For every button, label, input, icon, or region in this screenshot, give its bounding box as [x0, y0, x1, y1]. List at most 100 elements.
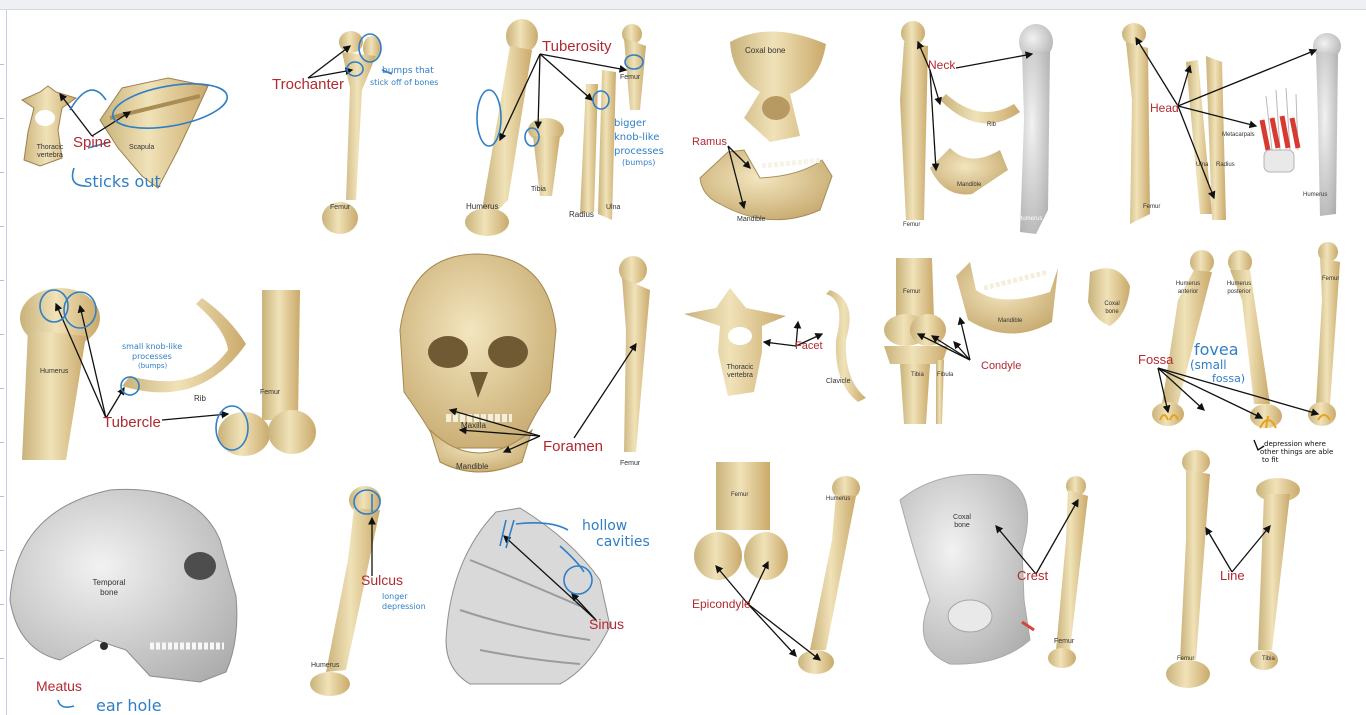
term-sinus: Sinus — [589, 616, 624, 632]
note-other-things: other things are able — [1260, 448, 1333, 456]
bone-label-metacarpals: Metacarpals — [1222, 132, 1255, 138]
bone-label-temporal-bone: Temporal bone — [86, 578, 132, 598]
bone-label-radius: Radius — [1216, 162, 1235, 168]
bone-label-femur: Femur — [1177, 656, 1194, 662]
leader-lines — [56, 38, 1318, 660]
tibia-line-figure — [1250, 478, 1300, 670]
mandible-ramus-figure — [700, 150, 832, 220]
note-sticks-out: sticks out — [84, 172, 161, 191]
bone-label-femur: Femur — [1054, 638, 1074, 645]
orange-annotation-marks — [1160, 415, 1330, 428]
term-condyle: Condyle — [981, 360, 1021, 372]
note-fossa: fossa) — [1212, 372, 1245, 385]
note-longer: longer — [382, 592, 407, 601]
note-ear-hole: ear hole — [96, 696, 162, 715]
bone-label-humerus: Humerus — [1303, 192, 1327, 198]
bone-label-ulna: Ulna — [1196, 162, 1208, 168]
ulna-radius-head-figure — [1186, 56, 1226, 220]
term-neck: Neck — [928, 58, 955, 72]
bone-label-femur: Femur — [330, 204, 350, 211]
bone-label-thoracic-vertebra: Thoracic vertebra — [32, 144, 68, 160]
bone-label-humerus-anterior: Humerus anterior — [1172, 280, 1204, 296]
bone-label-femur: Femur — [731, 492, 748, 498]
bone-label-humerus: Humerus — [311, 662, 339, 669]
note-depression-where: depression where — [1264, 440, 1326, 448]
bone-label-tibia: Tibia — [531, 186, 546, 193]
term-fossa: Fossa — [1138, 352, 1173, 367]
note-small: (small — [1190, 358, 1227, 372]
bone-label-coxal-bone: Coxal bone — [1102, 300, 1122, 316]
note-stick-off-of-bones: stick off of bones — [370, 78, 438, 87]
tibia-tuberosity-figure — [528, 118, 564, 196]
humerus-anterior-figure — [1152, 250, 1214, 426]
femur-small-figure — [622, 24, 646, 110]
bone-label-femur: Femur — [903, 222, 920, 228]
bone-label-maxilla: Maxilla — [461, 421, 486, 430]
bone-label-scapula: Scapula — [129, 144, 154, 151]
note-processes: processes — [132, 352, 172, 361]
nasal-sinus-figure — [446, 508, 610, 684]
knee-condyle-figure — [884, 258, 948, 424]
bone-label-humerus: Humerus — [826, 496, 850, 502]
term-tubercle: Tubercle — [103, 414, 161, 431]
bone-label-ulna: Ulna — [606, 204, 620, 211]
bone-label-femur: Femur — [1143, 204, 1160, 210]
femur-neck-figure — [900, 21, 928, 220]
note-fovea: fovea — [1194, 340, 1239, 359]
bone-label-mandible: Mandible — [998, 318, 1022, 324]
femur-foramen-figure — [619, 256, 650, 452]
term-facet: Facet — [795, 340, 823, 352]
term-spine: Spine — [73, 134, 111, 151]
bone-label-mandible: Mandible — [456, 462, 488, 471]
bone-label-coxal-bone: Coxal bone — [745, 46, 785, 55]
bone-label-rib: Rib — [987, 122, 996, 128]
femur-fossa-figure — [1308, 242, 1340, 426]
bone-label-coxal-bone: Coxal bone — [948, 514, 976, 530]
bone-label-humerus: Humerus — [40, 368, 68, 375]
note-to-fit: to fit — [1262, 456, 1278, 464]
bone-label-radius: Radius — [569, 210, 594, 219]
term-meatus: Meatus — [36, 678, 82, 694]
bone-label-femur: Femur — [260, 389, 280, 396]
hand-metacarpals-figure — [1262, 88, 1298, 172]
bone-label-femur: Femur — [903, 289, 920, 295]
term-crest: Crest — [1017, 568, 1048, 583]
bone-label-clavicle: Clavicle — [826, 378, 851, 385]
femur-tubercle-figure — [218, 290, 316, 456]
clavicle-facet-figure — [826, 290, 866, 402]
bone-label-fibula: Fibula — [937, 372, 953, 378]
note-knob-like: knob-like — [614, 132, 659, 143]
term-head: Head — [1150, 101, 1179, 115]
bone-label-thoracic-vertebra: Thoracic vertebra — [722, 364, 758, 380]
femur-epicondyle-figure — [694, 462, 788, 580]
note-processes: processes — [614, 146, 664, 157]
note-hollow: hollow — [582, 518, 627, 534]
bone-label-femur: Femur — [620, 74, 640, 81]
term-trochanter: Trochanter — [272, 76, 344, 93]
bone-label-humerus: Humerus — [1018, 216, 1042, 222]
bone-label-tibia: Tibia — [1262, 656, 1275, 662]
term-tuberosity: Tuberosity — [542, 38, 611, 55]
humerus-head-figure — [1313, 33, 1341, 216]
rib-neck-figure — [940, 94, 1020, 124]
term-ramus: Ramus — [692, 136, 727, 148]
note-depression: depression — [382, 602, 426, 611]
note-bigger: bigger — [614, 118, 646, 129]
note-small-knob-like: small knob-like — [122, 342, 182, 351]
bone-label-femur: Femur — [620, 460, 640, 467]
term-line: Line — [1220, 568, 1245, 583]
note-bumps: (bumps) — [138, 362, 167, 370]
note-bumps-that: bumps that — [382, 66, 434, 76]
note-bumps: (bumps) — [622, 158, 655, 167]
bone-label-femur: Femur — [1322, 276, 1339, 282]
bone-label-mandible: Mandible — [737, 216, 765, 223]
term-foramen: Foramen — [543, 438, 603, 455]
note-cavities: cavities — [596, 534, 650, 550]
bone-label-rib: Rib — [194, 394, 206, 403]
term-sulcus: Sulcus — [361, 572, 403, 588]
bone-label-mandible: Mandible — [957, 182, 981, 188]
coxal-fossa-figure — [1088, 268, 1130, 326]
bone-label-tibia: Tibia — [911, 372, 924, 378]
bone-label-humerus: Humerus — [466, 202, 498, 211]
femur-line-figure — [1166, 450, 1210, 688]
